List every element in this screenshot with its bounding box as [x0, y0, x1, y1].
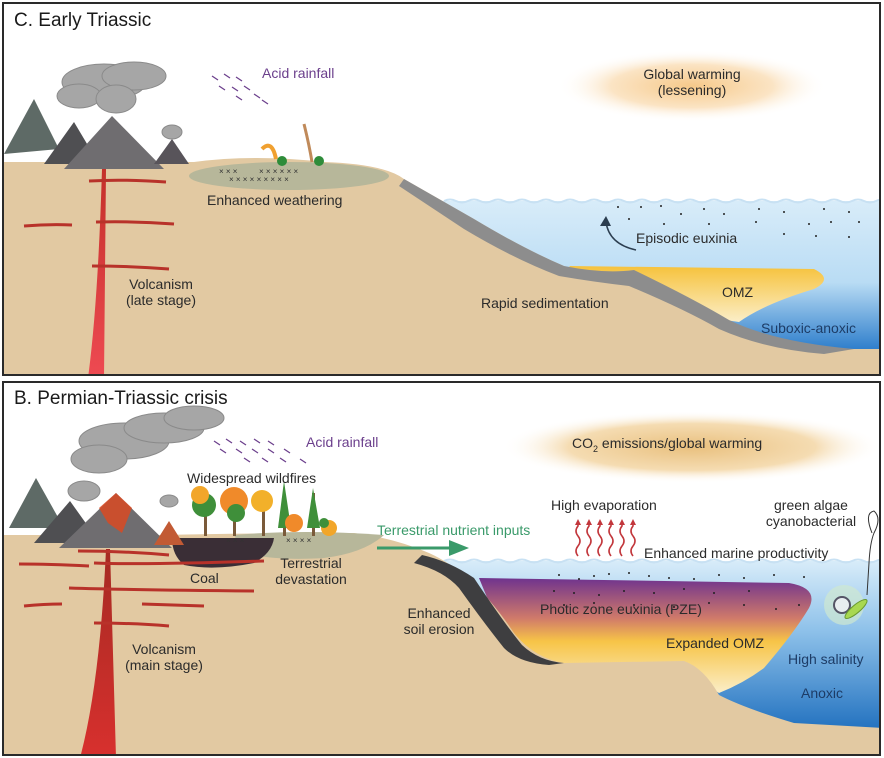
volcano-side — [154, 139, 189, 164]
mountain — [9, 478, 64, 528]
anoxic-label: Anoxic — [801, 685, 844, 701]
panel-permian-triassic: × × ×× × × × B. Permian-Triassic crisis … — [2, 381, 881, 756]
panel-title: B. Permian-Triassic crisis — [14, 388, 228, 409]
enhanced-weathering-label: Enhanced weathering — [207, 192, 343, 208]
suboxic-anoxic-label: Suboxic-anoxic — [761, 320, 856, 336]
acid-rainfall-label: Acid rainfall — [306, 434, 379, 450]
acid-rain-icon — [211, 73, 269, 105]
arrow-head-icon — [449, 540, 469, 556]
weathered-soil — [189, 162, 389, 190]
green-algae-cell — [844, 598, 868, 620]
devastation-marks: × × × × × × × — [226, 536, 312, 545]
global-warming-glow — [502, 411, 879, 483]
terrestrial-devastation-label: Terrestrial devastation — [275, 555, 347, 587]
svg-text:× × ×: × × × — [226, 536, 245, 545]
magma-conduit — [88, 169, 106, 374]
sea-surface — [443, 558, 879, 564]
svg-text:× × × × × × × × ×: × × × × × × × × × — [229, 175, 289, 184]
land — [4, 533, 879, 754]
magma-conduit — [81, 549, 116, 754]
ash-cloud — [56, 61, 183, 140]
svg-text:× × × × × ×: × × × × × × — [259, 167, 298, 176]
algae-label: green algae cyanobacterial — [765, 497, 857, 529]
svg-text:× × × ×: × × × × — [286, 536, 312, 545]
pze-zone — [479, 578, 812, 693]
widespread-wildfires-label: Widespread wildfires — [187, 470, 317, 486]
omz-label: OMZ — [722, 284, 754, 300]
global-warming-label: Global warming (lessening) — [643, 66, 741, 98]
mountain — [4, 99, 59, 154]
volcanism-label: Volcanism (late stage) — [125, 276, 197, 308]
burning-forest — [191, 481, 337, 536]
magma-sills — [23, 178, 175, 271]
panel-early-triassic: × × ×× × × × × × × × ×× × × × × × — [2, 2, 881, 376]
pze-label: Photic zone euxinia (PZE) — [540, 601, 702, 617]
arrow-head-icon — [600, 216, 611, 226]
early-triassic-diagram: × × ×× × × × × × × × ×× × × × × × — [4, 50, 879, 374]
permian-triassic-diagram: × × × × × × × — [4, 405, 879, 754]
volcano-main — [64, 116, 164, 169]
global-warming-glow — [557, 50, 827, 122]
svg-text:× × ×: × × × — [219, 167, 238, 176]
enhanced-marine-productivity-label: Enhanced marine productivity — [644, 545, 829, 561]
volcanism-label: Volcanism (main stage) — [125, 641, 203, 673]
panel-title: C. Early Triassic — [14, 10, 152, 31]
weathering-marks: × × ×× × × × × × × × ×× × × × × × — [219, 167, 298, 184]
coal-label: Coal — [190, 570, 219, 586]
terrestrial-nutrient-inputs-label: Terrestrial nutrient inputs — [377, 522, 531, 538]
cyanobacteria-cell — [833, 596, 851, 614]
burnt-vegetation — [260, 123, 324, 166]
flagellum-pointer — [866, 510, 879, 596]
enhanced-soil-erosion-label: Enhanced soil erosion — [403, 605, 475, 637]
high-salinity-label: High salinity — [788, 651, 864, 667]
expanded-omz-label: Expanded OMZ — [666, 635, 765, 651]
lava-flow — [99, 493, 132, 533]
evaporation-arrows-icon — [575, 522, 636, 557]
ash-cloud — [67, 405, 225, 508]
plankton-dots — [617, 205, 860, 238]
high-evaporation-label: High evaporation — [551, 497, 657, 513]
acid-rain-icon — [213, 438, 307, 464]
land — [4, 158, 879, 374]
episodic-euxinia-label: Episodic euxinia — [636, 230, 738, 246]
co2-warming-label: CO2 emissions/global warming — [572, 435, 763, 454]
sea-surface — [443, 198, 879, 204]
rapid-sedimentation-label: Rapid sedimentation — [481, 295, 609, 311]
plankton-dots — [553, 572, 805, 610]
volcano-side — [154, 521, 184, 545]
evaporation-arrow-heads — [575, 519, 636, 525]
eroded-soil — [414, 555, 564, 665]
magma-sills — [18, 549, 265, 628]
acid-rainfall-label: Acid rainfall — [262, 65, 335, 81]
